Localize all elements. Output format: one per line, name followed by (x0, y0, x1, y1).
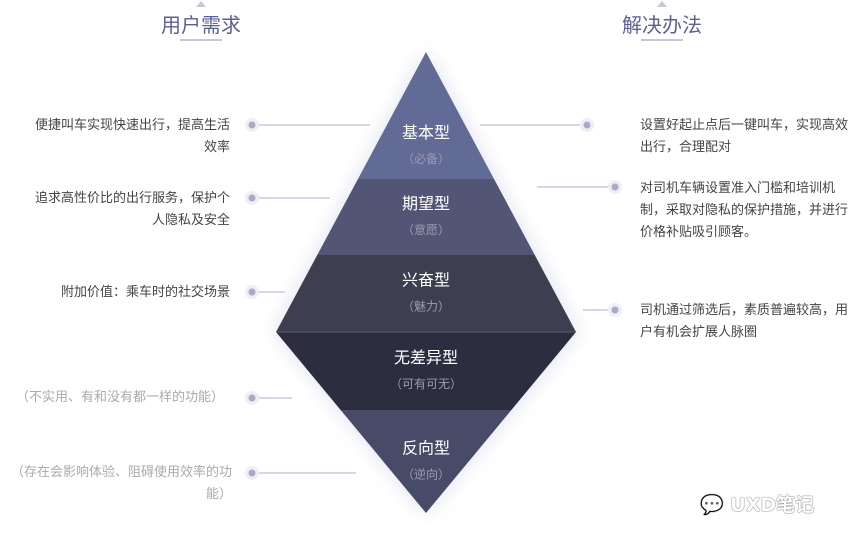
connector-dot (248, 121, 256, 129)
level-name: 兴奋型 (402, 271, 450, 290)
connector-dot (611, 183, 619, 191)
pyramid-band (317, 179, 535, 255)
pyramid-band (276, 332, 576, 410)
watermark: 💬 UXD笔记 (700, 490, 814, 517)
need-item: 追求高性价比的出行服务，保护个人隐私及安全 (34, 191, 230, 228)
pyramid-band (357, 52, 495, 179)
level-subtitle: （意愿） (402, 222, 450, 237)
solution-item: 对司机车辆设置准入门槛和培训机制，采取对隐私的保护措施，并进行价格补贴吸引顾客。 (640, 181, 849, 240)
connector-dot (248, 394, 256, 402)
solution-item: 设置好起止点后一键叫车，实现高效出行，合理配对 (640, 118, 849, 155)
level-subtitle: （必备） (402, 152, 450, 166)
needs-header-label: 用户需求 (161, 13, 241, 37)
triangle-icon (196, 1, 206, 7)
pyramid-band (340, 410, 512, 513)
connector-dot (248, 194, 256, 202)
triangle-icon (657, 1, 667, 7)
header-underline (641, 39, 683, 41)
need-item: 附加价值：乘车时的社交场景 (60, 285, 230, 300)
header-underline (180, 39, 222, 41)
connector-dot (248, 288, 256, 296)
solutions-header-label: 解决办法 (622, 13, 702, 37)
connector-dot (248, 469, 256, 477)
solutions-header: 解决办法 (582, 1, 742, 41)
wechat-icon: 💬 (700, 494, 724, 516)
level-name: 反向型 (402, 439, 450, 458)
needs-header: 用户需求 (121, 1, 281, 41)
pyramid-band (276, 255, 576, 332)
level-subtitle: （逆向） (402, 467, 450, 482)
need-item: 便捷叫车实现快速出行，提高生活效率 (34, 118, 230, 155)
connector-dot (583, 121, 591, 129)
need-item: （存在会影响体验、阻碍使用效率的功能） (10, 465, 232, 502)
need-item: （不实用、有和没有都一样的功能） (15, 390, 224, 405)
level-name: 无差异型 (394, 348, 458, 367)
connector-dot (611, 306, 619, 314)
level-subtitle: （魅力） (402, 299, 450, 314)
level-subtitle: （可有可无） (390, 377, 462, 391)
solution-item: 司机通过筛选后，素质普遍较高，用户有机会扩展人脉圈 (640, 303, 849, 340)
watermark-text: UXD笔记 (730, 494, 815, 516)
level-name: 期望型 (402, 194, 450, 213)
level-name: 基本型 (402, 123, 450, 142)
